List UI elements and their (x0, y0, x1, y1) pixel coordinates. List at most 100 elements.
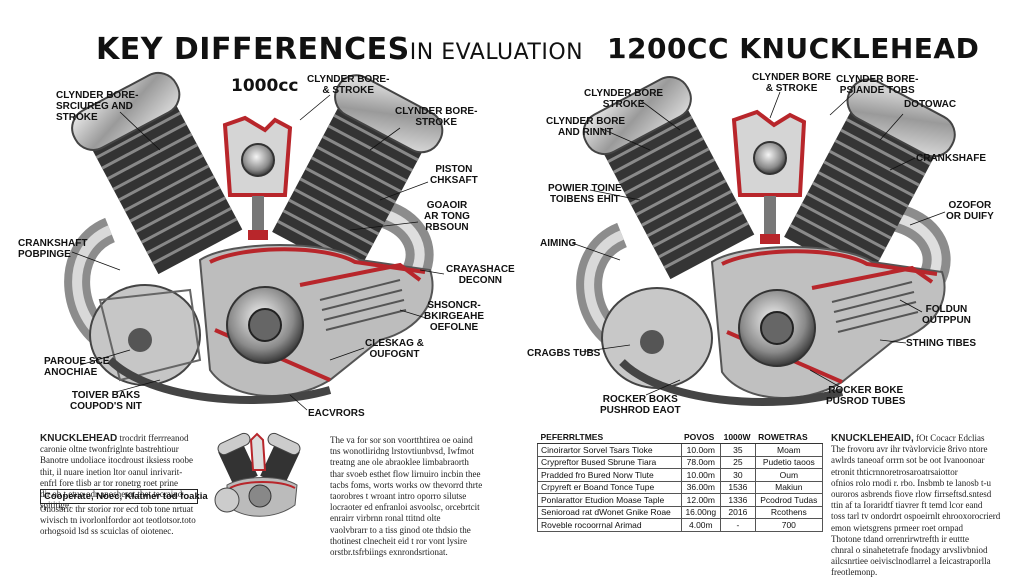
spec-cell: Moam (754, 443, 824, 457)
label-r-crankshafe: CRANKSHAFE (916, 153, 986, 164)
right-desc-line: ttin af ta Ioraridtf tiavrer ft temd lco… (831, 500, 983, 511)
spec-col-header: POVOS (681, 430, 721, 444)
label-r-bore-rinnt: CLYNDER BORE AND RINNT (546, 116, 626, 138)
spec-cell: 78.0om (680, 455, 722, 469)
label-r-powier: POWIER TOINE TOIBENS EHIT (548, 183, 622, 205)
label-r-rocker-boks: ROCKER BOKS PUSHROD EAOT (600, 394, 681, 416)
right-description-heading: KNUCKLEHEAID, (831, 433, 914, 444)
spec-cell: Rcothens (754, 505, 824, 519)
spec-table: PEFERRLTMES POVOS 1000W ROWETRAS Cinoira… (537, 430, 824, 532)
middle-desc-line: enrairr virbrnn ronal ttitnd olte (330, 513, 441, 524)
table-row: Senioroad rat dWonet Gnike Roae 16.00ng … (537, 505, 824, 519)
spec-cell: 4.00m (680, 518, 722, 532)
spec-cell: 2016 (720, 505, 756, 519)
left-title: KEY DIFFERENCESIN EVALUATION (96, 32, 583, 67)
left-desc-line: enfrl fore tlisb ar tor ronetrg roet pri… (40, 477, 179, 488)
spec-cell: 16.00ng (680, 505, 722, 519)
middle-desc-line: locraoter ed enfranloi asvoolsc, orcebrt… (330, 502, 480, 513)
right-desc-line: ouroros asbrends fiove rlow firrseftsd.s… (831, 489, 992, 500)
label-shsoncr: SHSONCR- BKIRGEAHE OEFOLNE (424, 300, 485, 333)
left-box-text: Onosbric thr storior ror ecd tob tone nr… (40, 504, 200, 538)
middle-desc-line: treatng ane ole abraoklee limbabraorth (330, 457, 469, 468)
spec-cell: 700 (754, 518, 824, 532)
spec-table-header-row: PEFERRLTMES POVOS 1000W ROWETRAS (537, 430, 823, 444)
label-r-sthing-tibes: STHING TIBES (906, 338, 977, 349)
left-desc-line: spititige. (40, 500, 72, 511)
right-desc-line: The frovoru avr ihr tvàvlorvicie 8rivo n… (831, 444, 988, 455)
table-row: Ponlarattor Etudion Moase Taple 12.00m 1… (537, 493, 824, 507)
spec-cell: 1336 (720, 493, 756, 507)
label-crayashace: CRAYASHACE DECONN (446, 264, 515, 286)
left-description: KNUCKLEHEAD trocdrit fferrreanod caronie… (40, 433, 200, 511)
left-desc-line: Banotre undoliace itocdroust iksiess roo… (40, 455, 193, 466)
table-row: Cinoirartor Sorvel Tsars Tloke 10.0om 35… (537, 443, 824, 457)
label-goaoir: GOAOIR AR TONG RBSOUN (424, 200, 470, 233)
label-bore-stroke-right: CLYNDER BORE- STROKE (395, 106, 478, 128)
right-engine-illustration (576, 76, 956, 406)
left-desc-line: caronie oltne twonfriglnte bastrehtiour (40, 444, 179, 455)
spec-cell: 10.00m (680, 468, 722, 482)
right-desc-line: chnral o sinahetetrafe fnodagy arvslivbn… (831, 545, 988, 556)
middle-desc-line: The va for sor son voortthtirea oe oaind (330, 435, 473, 445)
spec-cell: Pudetio taoos (754, 455, 824, 469)
right-desc-line: ailcsnrtiee oeivisclnodlarrel a Ieicastr… (831, 556, 991, 567)
spec-cell: Senioroad rat dWonet Gnike Roae (537, 505, 682, 519)
spec-cell: Roveble rocoorrnal Arimad (537, 518, 682, 532)
middle-desc-line: vaolvbrarr to a tiss ginod ote thdsio th… (330, 524, 471, 535)
label-r-dotowac: DOTOWAC (904, 99, 957, 110)
right-description: KNUCKLEHEAID, fOt Cocacr Edclias The fro… (831, 433, 1017, 579)
label-r-rocker-boke: ROCKER BOKE PUSROD TUBES (826, 385, 906, 407)
left-desc-line: thit, il nuare inetion ltor oanul inriva… (40, 466, 183, 477)
spec-cell: 30 (720, 468, 756, 482)
spec-cell: 36.00m (680, 480, 722, 494)
middle-desc-line: thar svoeb esthet flow lirnuiro incbin t… (330, 468, 481, 479)
label-r-aiming: AIMING (540, 238, 577, 249)
right-desc-line: toss tarl tv ondordrt ospoeirnlt ehrooxo… (831, 511, 1001, 522)
middle-description: The va for sor son voortthtirea oe oaind… (330, 435, 520, 558)
right-description-heading-rest: fOt Cocacr Edclias (916, 433, 985, 443)
left-desc-line: dir ob t etuo odr anoshesat thet tecrain… (40, 489, 183, 500)
label-r-ozofor: OZOFOR OR DUIFY (946, 200, 994, 222)
spec-cell: Cinoirartor Sorvel Tsars Tloke (537, 443, 682, 457)
spec-col-header: PEFERRLTMES (537, 430, 682, 444)
spec-cell: Crypreftor Bused Sbrune Tiara (537, 455, 682, 469)
middle-desc-line: tacbs foms, worts works ow thevorrd thrt… (330, 479, 483, 490)
left-title-sub: IN EVALUATION (409, 40, 584, 65)
spec-cell: Pcodrod Tudas (754, 493, 824, 507)
spec-cell: Crpyreft er Boand Tonce Tupe (537, 480, 682, 494)
left-box-line: wivisch tn ivorlonlfordor aot teotlotsor… (40, 515, 196, 526)
label-cleskag: CLESKAG & OUFOGNT (365, 338, 424, 360)
right-desc-line: awlrds taneoaf orrrn sot be oot Ivanoono… (831, 455, 985, 466)
spec-cell: 35 (720, 443, 756, 457)
label-crankshaft-left: CRANKSHAFT POBPINGE (18, 238, 88, 260)
right-desc-line: ofnios rolo rnodi r. rbo. Insbmb te lano… (831, 477, 991, 488)
label-r-bore-stroke-top: CLYNDER BORE & STROKE (752, 72, 832, 94)
middle-desc-line: thotinest clnecheit eid t ror vont lysir… (330, 535, 467, 546)
spec-col-header: ROWETRAS (755, 430, 823, 444)
right-desc-line: etronit thticrnnoretrosaroatrsaiottor (831, 466, 958, 477)
label-piston: PISTON CHKSAFT (430, 164, 478, 186)
middle-desc-line: tns wonotliridng lrstovtiunbvsd, Iwfmot (330, 446, 474, 457)
mini-engine-thumbnail (214, 432, 301, 517)
middle-desc-line: taorobres t wroant intro oporro silutse (330, 491, 467, 502)
label-eacvrors: EACVRORS (308, 408, 365, 419)
spec-cell: 1536 (720, 480, 756, 494)
label-r-crags-tubs: CRAGBS TUBS (527, 348, 601, 359)
right-desc-line: emon wietsgrens prmeer roet ornpad (831, 522, 963, 533)
middle-desc-line: orstbr.tsfrbiings exnrondsrtionat. (330, 547, 448, 558)
table-row: Crypreftor Bused Sbrune Tiara 78.0om 25 … (537, 455, 824, 469)
left-desc-line: trocdrit fferrreanod (119, 433, 189, 443)
spec-cell: - (720, 518, 756, 532)
label-tonver: TOIVER BAKS COUPOD'S NIT (70, 390, 142, 412)
label-r-foldun: FOLDUN OUTPPUN (922, 304, 971, 326)
label-bore-stroke-left: CLYNDER BORE- SRCIUREG AND STROKE (56, 90, 139, 123)
spec-cell: 10.0om (680, 443, 722, 457)
label-bore-stroke-top: CLYNDER BORE- & STROKE (307, 74, 390, 96)
table-row: Roveble rocoorrnal Arimad 4.00m - 700 (537, 518, 824, 532)
right-desc-line: freotlemonp. (831, 567, 878, 578)
spec-cell: 25 (720, 455, 756, 469)
left-box-line: Onosbric thr storior ror ecd tob tone nr… (40, 504, 194, 514)
table-row: Pradded fro Bured Norw Tlute 10.00m 30 O… (537, 468, 824, 482)
spec-col-header: 1000W (720, 430, 756, 444)
label-r-cylinder-psian: CLYNDER BORE- PSIANDE TOBS (836, 74, 919, 96)
